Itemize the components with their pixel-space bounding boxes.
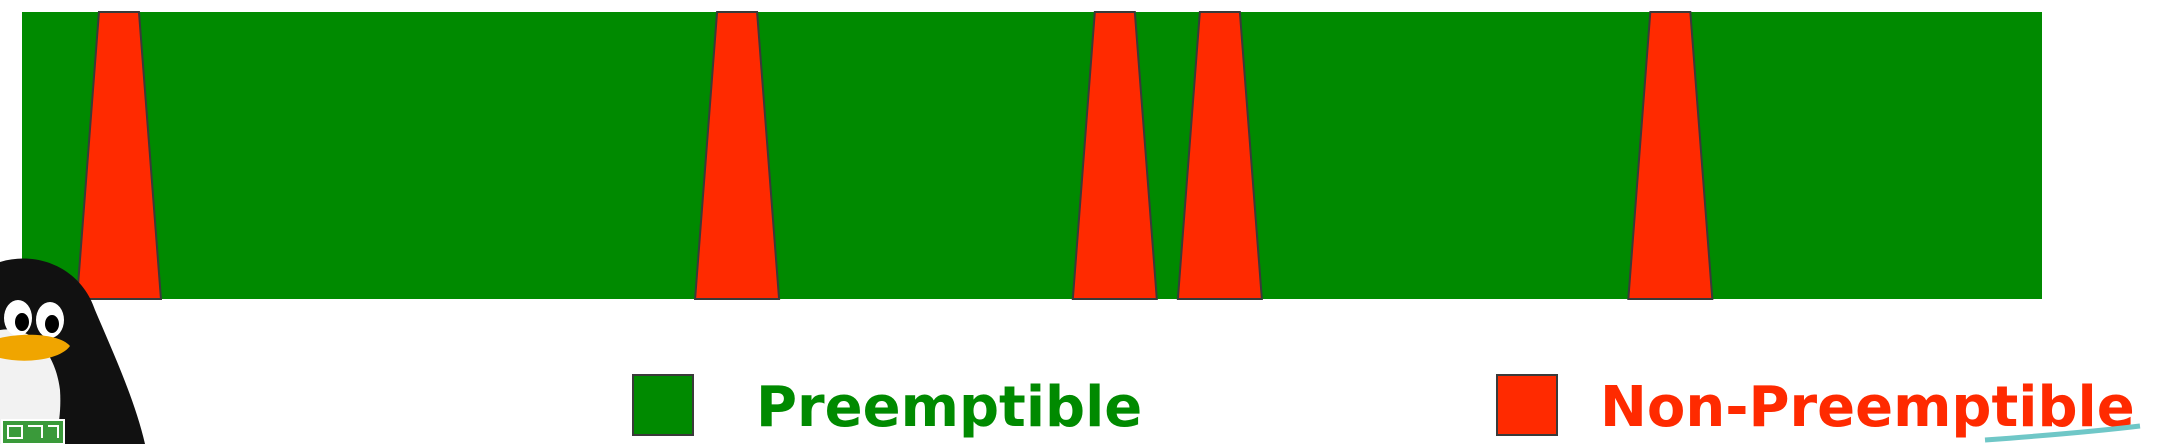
preemptible-region [22, 12, 2042, 299]
non-preemptible-section [75, 11, 163, 300]
non-preemptible-section [1627, 11, 1714, 300]
non-preemptible-section [694, 11, 781, 300]
non-preemptible-section [1071, 11, 1158, 300]
preemptible-legend-swatch [632, 374, 694, 436]
non-preemptible-legend-label: Non-Preemptible [1600, 375, 2135, 440]
non-preemptible-section [1176, 11, 1263, 300]
preemptible-legend-label: Preemptible [756, 375, 1143, 440]
non-preemptible-legend-swatch [1496, 374, 1558, 436]
